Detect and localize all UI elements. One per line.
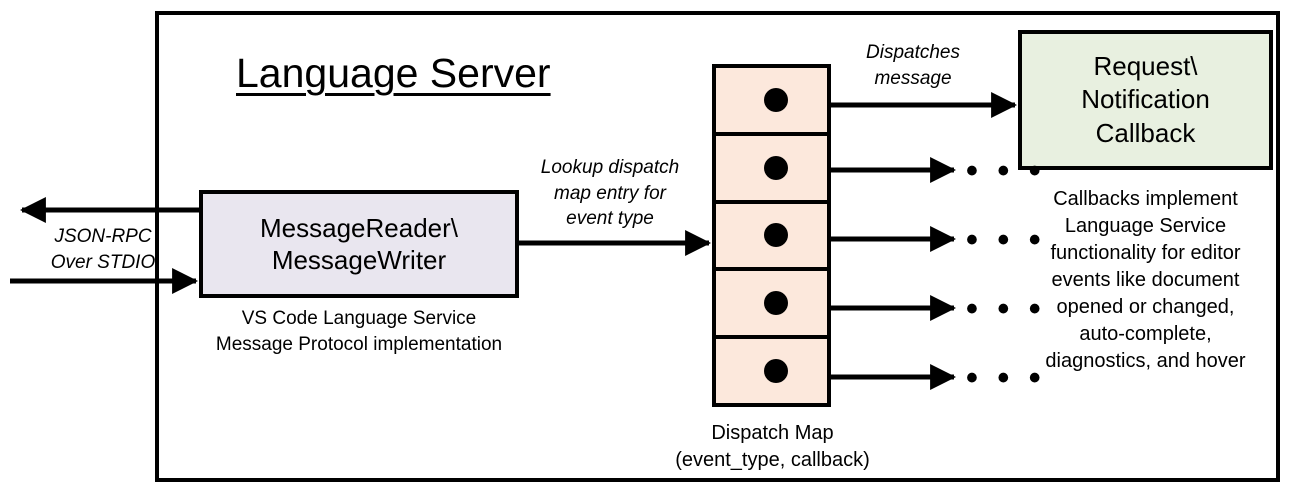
dispatch-map-row[interactable] <box>716 271 827 340</box>
dispatch-map-table[interactable] <box>712 64 831 407</box>
jsonrpc-transport-label: JSON-RPC Over STDIO <box>50 226 156 273</box>
message-reader-writer-node[interactable]: MessageReader\ MessageWriter <box>199 190 519 298</box>
message-reader-writer-caption: VS Code Language Service Message Protoco… <box>215 308 503 355</box>
dispatch-map-row[interactable] <box>716 136 827 204</box>
request-notification-callback-label: Request\ Notification Callback <box>1081 51 1210 148</box>
request-notification-callback-node[interactable]: Request\ Notification Callback <box>1018 30 1273 170</box>
ellipsis-row-5: • • • <box>966 359 1046 397</box>
dispatch-map-caption: Dispatch Map (event_type, callback) <box>675 422 870 471</box>
ellipsis-row-2: • • • <box>966 152 1046 190</box>
page-title: Language Server <box>236 50 551 96</box>
callback-description-caption: Callbacks implement Language Service fun… <box>1045 188 1246 372</box>
dispatch-entry-dot-icon <box>764 359 788 384</box>
dispatch-map-row[interactable] <box>716 68 827 136</box>
dispatches-message-edge-label: Dispatches message <box>866 42 960 89</box>
dispatch-map-row[interactable] <box>716 339 827 403</box>
dispatch-entry-dot-icon <box>764 155 788 180</box>
language-server-boundary <box>155 11 1280 482</box>
dispatch-entry-dot-icon <box>764 87 788 112</box>
dispatch-entry-dot-icon <box>764 223 788 248</box>
lookup-dispatch-edge-label: Lookup dispatch map entry for event type <box>540 157 680 230</box>
dispatch-map-row[interactable] <box>716 204 827 272</box>
ellipsis-row-4: • • • <box>966 290 1046 328</box>
message-reader-writer-label: MessageReader\ MessageWriter <box>260 212 458 276</box>
ellipsis-row-3: • • • <box>966 221 1046 259</box>
dispatch-entry-dot-icon <box>764 291 788 316</box>
